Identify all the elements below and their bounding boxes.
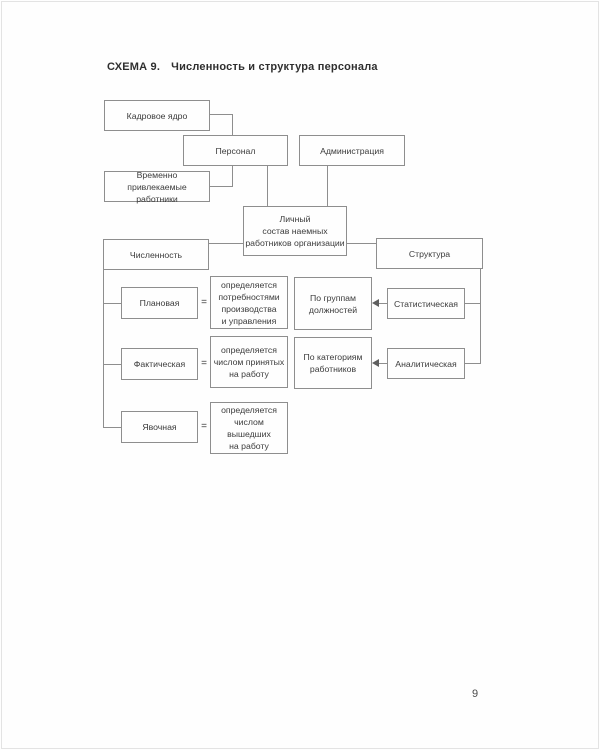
connector-line xyxy=(267,166,268,206)
equals-sign: = xyxy=(201,297,207,308)
connector-line xyxy=(103,364,121,365)
node-po-kategoriyam-rabotnikov: По категориям работников xyxy=(294,337,372,389)
node-administratsiya: Администрация xyxy=(299,135,405,166)
arrow-left-icon xyxy=(372,299,379,307)
page-title: СХЕМА 9. Численность и структура персонал… xyxy=(107,61,378,73)
node-personal: Персонал xyxy=(183,135,288,166)
connector-line xyxy=(480,268,481,364)
connector-line xyxy=(209,243,243,244)
connector-line xyxy=(378,363,387,364)
connector-line xyxy=(103,303,121,304)
node-planovaya-definition: определяется потребностями производства … xyxy=(210,276,288,329)
connector-line xyxy=(464,303,481,304)
connector-line xyxy=(347,243,376,244)
node-fakticheskaya: Фактическая xyxy=(121,348,198,380)
node-struktura: Структура xyxy=(376,238,483,269)
connector-line xyxy=(464,363,481,364)
page-number: 9 xyxy=(472,688,479,700)
equals-sign: = xyxy=(201,421,207,432)
node-planovaya: Плановая xyxy=(121,287,198,319)
connector-line xyxy=(103,427,121,428)
connector-line xyxy=(232,114,233,136)
node-chislennost: Численность xyxy=(103,239,209,270)
node-fakticheskaya-definition: определяется числом принятых на работу xyxy=(210,336,288,388)
arrow-left-icon xyxy=(372,359,379,367)
node-statisticheskaya: Статистическая xyxy=(387,288,465,319)
connector-line xyxy=(378,303,387,304)
node-vremenno-rabotniki: Временно привлекаемые работники xyxy=(104,170,210,204)
equals-sign: = xyxy=(201,358,207,369)
connector-line xyxy=(209,186,233,187)
connector-line xyxy=(103,269,104,428)
schema-number-label: СХЕМА 9. xyxy=(107,61,161,73)
node-kadrovoe-yadro: Кадровое ядро xyxy=(104,100,210,131)
schema-title-text: Численность и структура персонала xyxy=(171,61,378,73)
connector-line xyxy=(209,114,233,115)
node-po-gruppam-dolzhnostey: По группам должностей xyxy=(294,277,372,330)
node-lichny-sostav: Личный состав наемных работников организ… xyxy=(243,206,347,256)
node-analiticheskaya: Аналитическая xyxy=(387,348,465,379)
node-yavochnaya: Явочная xyxy=(121,411,198,443)
connector-line xyxy=(232,165,233,187)
connector-line xyxy=(327,166,328,206)
node-yavochnaya-definition: определяется числом вышедших на работу xyxy=(210,402,288,454)
